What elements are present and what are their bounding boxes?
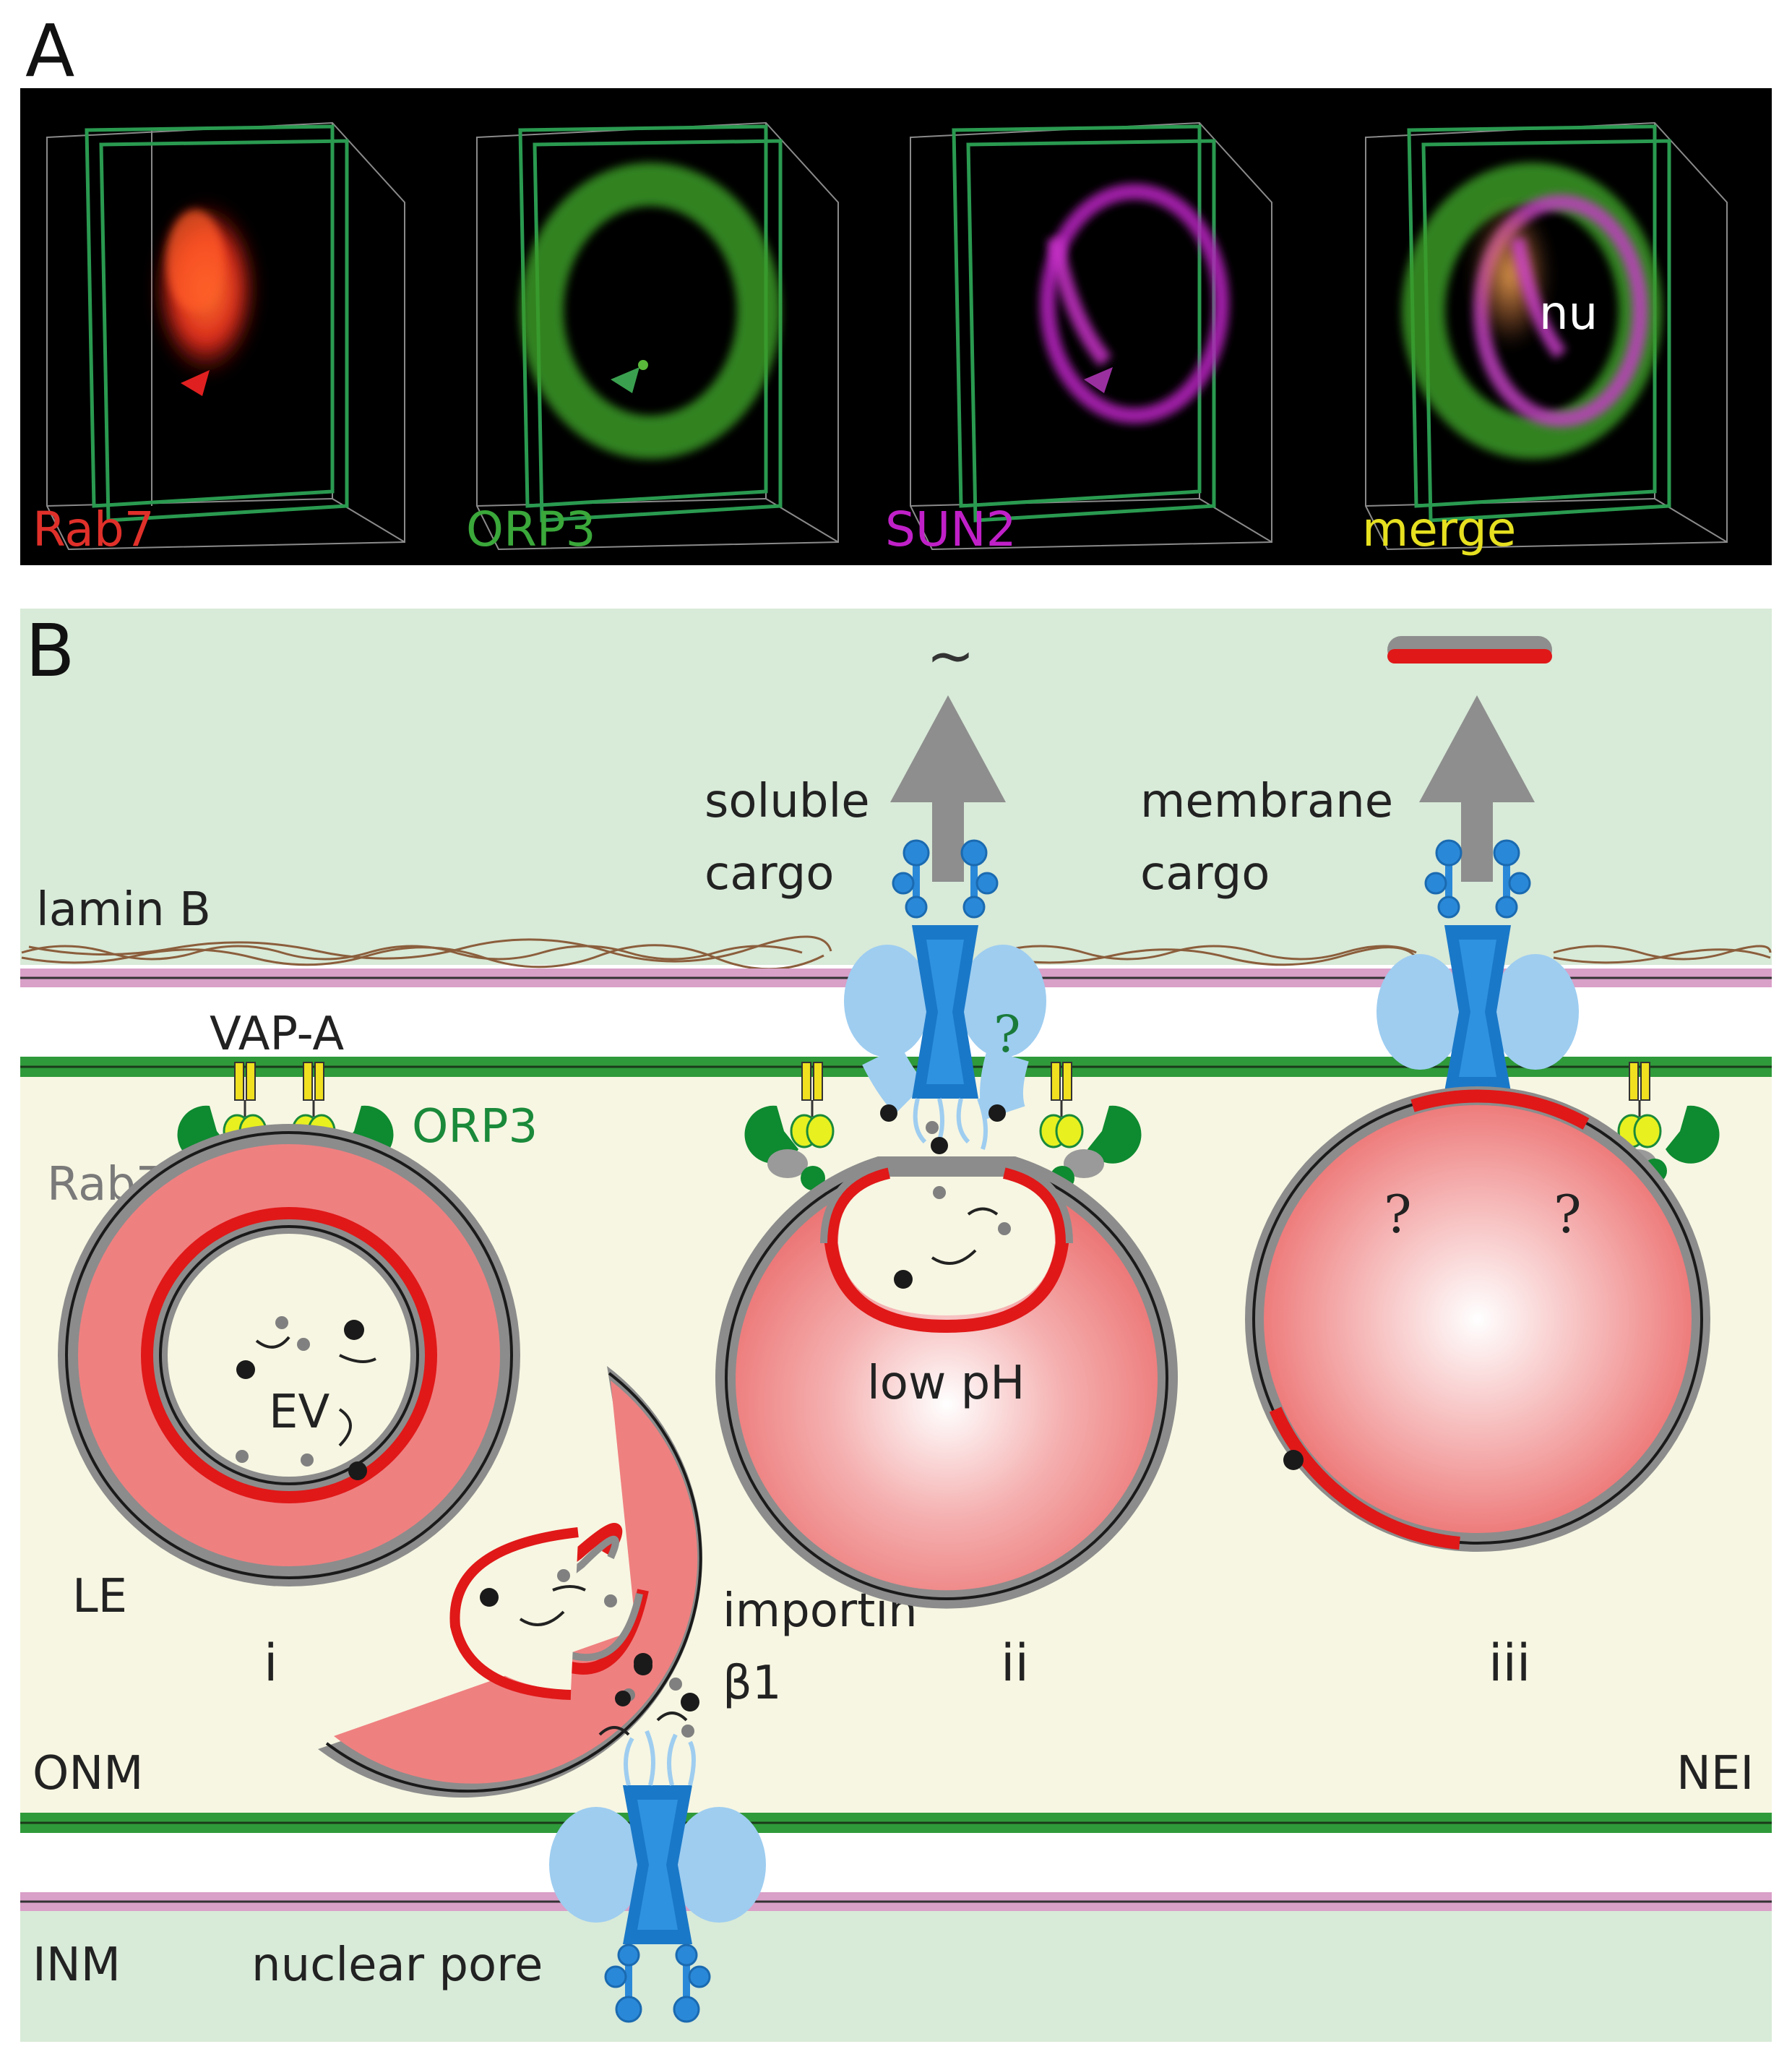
label-membrane-cargo: cargo — [1140, 847, 1270, 901]
nuclear-pore-bottom — [549, 1730, 766, 2023]
question-pore-ii: ? — [994, 1005, 1021, 1064]
label-inm: INM — [33, 1938, 121, 1992]
label-vap-a: VAP-A — [210, 1008, 344, 1061]
channel-label-sun2: SUN2 — [885, 502, 1017, 557]
label-ev: EV — [269, 1386, 329, 1439]
tether-ii-left — [744, 1062, 835, 1190]
lower-inner-membrane-inm — [20, 1892, 1772, 1911]
nucleoplasm — [20, 1897, 1772, 2042]
label-onm: ONM — [33, 1747, 143, 1800]
label-soluble: soluble — [705, 775, 870, 828]
late-endosome-opening — [318, 1366, 703, 1798]
late-endosome-iii: ? ? — [1245, 1086, 1710, 1552]
label-step-iii: iii — [1489, 1633, 1530, 1693]
label-step-ii: ii — [1001, 1633, 1029, 1693]
export-arrow-soluble — [890, 695, 1006, 882]
label-lamin-b: lamin B — [36, 883, 211, 937]
nucleus-label: nu — [1539, 287, 1598, 340]
lamin-b-fibers — [21, 935, 1772, 971]
sun2-signal — [1040, 184, 1229, 424]
nuclear-pore-iii — [1377, 839, 1579, 1114]
late-endosome-i: EV — [58, 1124, 520, 1586]
arrowhead-green — [611, 367, 639, 393]
label-step-i: i — [264, 1633, 277, 1693]
label-low-ph: low pH — [867, 1357, 1025, 1410]
section-plane — [518, 124, 783, 523]
question-iii-left: ? — [1384, 1184, 1412, 1245]
membrane-cargo-glyph — [1387, 636, 1552, 664]
micrograph-sun2: SUN2 — [885, 121, 1272, 557]
label-soluble-cargo: cargo — [705, 847, 834, 901]
arrowhead-red — [181, 370, 210, 396]
micrograph-orp3: ORP3 — [466, 121, 839, 557]
label-nei: NEI — [1676, 1747, 1754, 1800]
soluble-cargo-glyph: ~ — [926, 622, 975, 690]
lower-outer-membrane-onm — [20, 1813, 1772, 1833]
section-plane — [952, 124, 1216, 523]
released-cargo-bottom — [598, 1653, 699, 1738]
panel-b-letter: B — [25, 609, 75, 693]
label-membrane: membrane — [1140, 775, 1393, 828]
channel-label-orp3: ORP3 — [466, 502, 596, 557]
question-iii-right: ? — [1554, 1184, 1582, 1245]
orp3-signal — [520, 163, 780, 459]
export-arrow-membrane — [1419, 695, 1535, 882]
label-nuclear-pore: nuclear pore — [251, 1938, 543, 1992]
perinuclear-space — [20, 1832, 1772, 1897]
arrowhead-magenta — [1084, 367, 1113, 393]
label-orp3: ORP3 — [412, 1100, 538, 1154]
nuclear-pore-ii — [844, 839, 1046, 1151]
channel-label-rab7: Rab7 — [33, 502, 155, 557]
micrograph-merge: nu merge — [1362, 121, 1728, 557]
panel-a: A Rab7 — [20, 9, 1772, 565]
micrograph-rab7: Rab7 — [33, 121, 405, 557]
panel-b: B lamin B VAP-A — [20, 609, 1772, 2042]
section-plane — [85, 124, 349, 523]
channel-label-merge: merge — [1362, 502, 1516, 557]
late-endosome-ii: low pH — [715, 1104, 1179, 1609]
panel-a-letter: A — [25, 9, 74, 93]
label-beta1: β1 — [723, 1657, 782, 1710]
label-le: LE — [72, 1570, 127, 1623]
